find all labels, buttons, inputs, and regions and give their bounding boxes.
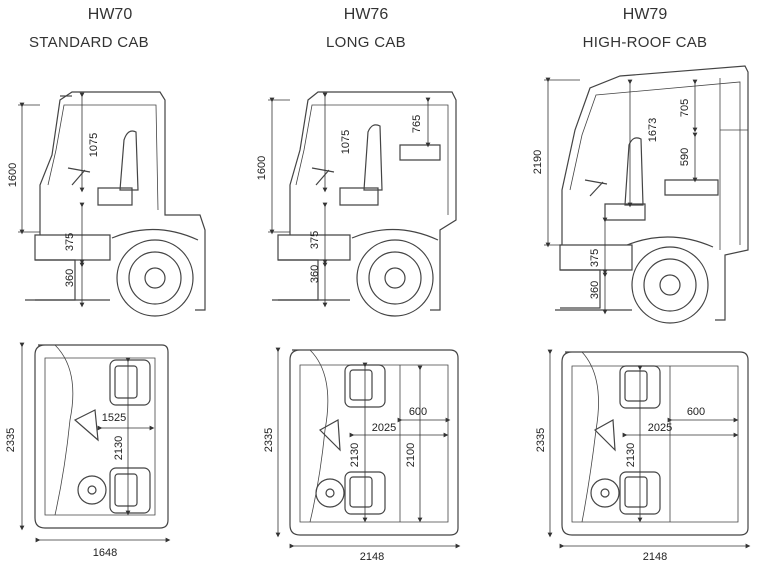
hw76-length-label: 2335 bbox=[263, 428, 275, 452]
hw70-step-label: 360 bbox=[64, 269, 76, 287]
cab-type-hw79: HIGH-ROOF CAB bbox=[582, 34, 708, 51]
hw79-upper-bunk-label: 705 bbox=[679, 99, 691, 117]
hw76-side-dims bbox=[268, 92, 431, 308]
hw70-height-label: 1600 bbox=[7, 163, 19, 187]
hw79-seat-gap-label: 2025 bbox=[648, 422, 672, 434]
hw70-top-dims bbox=[19, 342, 171, 543]
hw79-width-label: 2148 bbox=[643, 551, 667, 563]
hw76-floor-width-label: 2130 bbox=[349, 443, 361, 467]
hw70-width-label: 1648 bbox=[93, 547, 117, 559]
hw79-interior-height-label: 1673 bbox=[647, 118, 659, 142]
hw79-height-label: 2190 bbox=[532, 150, 544, 174]
hw76-bunk-length-label: 2100 bbox=[405, 443, 417, 467]
hw76-bunk-width-label: 600 bbox=[409, 406, 427, 418]
cab-type-hw76: LONG CAB bbox=[326, 34, 406, 51]
hw79-floor-step-label: 375 bbox=[589, 249, 601, 267]
hw79-floor-width-label: 2130 bbox=[625, 443, 637, 467]
hw76-seat-gap-label: 2025 bbox=[372, 422, 396, 434]
hw70-seat-gap-label: 1525 bbox=[102, 412, 126, 424]
hw76-height-label: 1600 bbox=[256, 156, 268, 180]
model-title-hw79: HW79 bbox=[622, 6, 668, 23]
hw70-floor-step-label: 375 bbox=[64, 233, 76, 251]
hw79-side-view bbox=[555, 65, 749, 324]
hw79-length-label: 2335 bbox=[535, 428, 547, 452]
hw76-floor-step-label: 375 bbox=[309, 231, 321, 249]
hw79-step-label: 360 bbox=[589, 281, 601, 299]
hw76-width-label: 2148 bbox=[360, 551, 384, 563]
hw70-side-dims bbox=[18, 92, 85, 308]
hw70-length-label: 2335 bbox=[5, 428, 17, 452]
hw76-interior-height-label: 1075 bbox=[340, 130, 352, 154]
hw79-lower-bunk-label: 590 bbox=[679, 148, 691, 166]
hw70-side-view bbox=[25, 91, 206, 317]
model-title-hw70: HW70 bbox=[87, 6, 133, 23]
hw79-bunk-width-label: 600 bbox=[687, 406, 705, 418]
hw76-top-dims bbox=[275, 347, 461, 549]
model-title-hw76: HW76 bbox=[343, 6, 389, 23]
hw70-interior-height-label: 1075 bbox=[88, 133, 100, 157]
cab-type-hw70: STANDARD CAB bbox=[28, 34, 149, 51]
hw79-top-view bbox=[561, 351, 749, 536]
hw70-top-view bbox=[34, 344, 169, 529]
hw76-step-label: 360 bbox=[309, 265, 321, 283]
hw76-bunk-height-label: 765 bbox=[411, 115, 423, 133]
hw70-floor-width-label: 2130 bbox=[113, 436, 125, 460]
hw79-top-dims bbox=[547, 349, 751, 549]
hw76-top-view bbox=[289, 349, 459, 536]
hw79-side-dims bbox=[544, 77, 698, 315]
